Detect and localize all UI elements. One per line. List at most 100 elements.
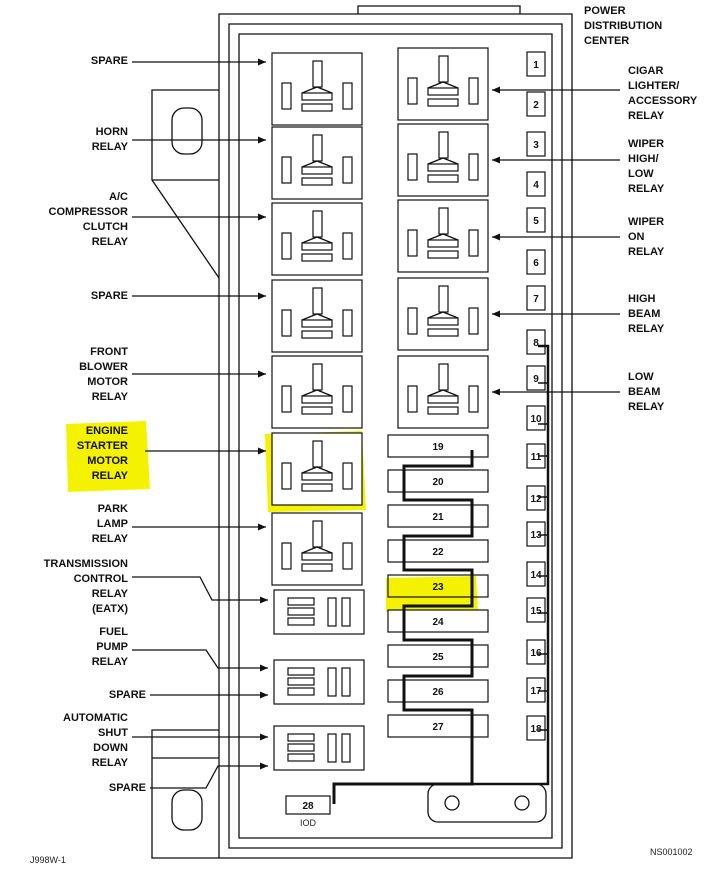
small-fuse-18[interactable]: 18	[526, 715, 546, 741]
fuse-label: 26	[432, 687, 444, 698]
small-fuse-15[interactable]: 15	[526, 597, 546, 623]
large-fuse-column: 19 20 21 22 23 24 25 26 27	[387, 434, 489, 738]
fuse-26[interactable]: 26	[387, 679, 489, 703]
small-fuse-6[interactable]: 6	[526, 249, 546, 275]
callout-spare-2: SPARE	[91, 290, 266, 302]
callout-text: HORN	[96, 126, 128, 138]
small-fuse-label: 15	[530, 606, 542, 617]
small-fuse-1[interactable]: 1	[526, 51, 546, 77]
fuse-22[interactable]: 22	[387, 539, 489, 563]
relay-high-beam-relay[interactable]	[397, 277, 489, 351]
callout-text: MOTOR	[87, 376, 128, 388]
fuse-label: 27	[432, 722, 444, 733]
small-fuse-13[interactable]: 13	[526, 521, 546, 547]
fuse-25[interactable]: 25	[387, 644, 489, 668]
callout-text: LOW	[628, 168, 654, 180]
small-fuse-2[interactable]: 2	[526, 91, 546, 117]
mini-relay-automatic-shut-down[interactable]	[273, 725, 365, 771]
relay-front-blower-motor-relay[interactable]	[271, 355, 363, 429]
relay-cigar-lighter-accessory-relay[interactable]	[397, 47, 489, 121]
small-fuse-14[interactable]: 14	[526, 561, 546, 587]
small-fuse-7[interactable]: 7	[526, 285, 546, 311]
callout-text: LOW	[628, 371, 654, 383]
callout-text: FUEL	[99, 626, 128, 638]
callout-text: BLOWER	[79, 361, 128, 373]
small-fuse-label: 10	[530, 414, 542, 425]
callout-text: RELAY	[92, 588, 129, 600]
fuse-23[interactable]: 23	[387, 574, 489, 598]
small-fuse-label: 4	[533, 180, 539, 191]
small-fuse-label: 5	[533, 216, 539, 227]
small-fuse-16[interactable]: 16	[526, 639, 546, 665]
relay-engine-starter-motor-relay[interactable]	[271, 432, 363, 506]
small-fuse-label: 6	[533, 258, 539, 269]
small-fuse-4[interactable]: 4	[526, 171, 546, 197]
small-fuse-9[interactable]: 9	[526, 365, 546, 391]
fuse-label: 23	[432, 582, 444, 593]
small-fuse-label: 17	[530, 686, 542, 697]
fuse-19[interactable]: 19	[387, 434, 489, 458]
callout-text: CLUTCH	[83, 221, 128, 233]
small-fuse-label: 18	[530, 724, 542, 735]
relay-spare-1[interactable]	[271, 52, 363, 126]
callout-text: HIGH	[628, 293, 656, 305]
relay-wiper-on-relay[interactable]	[397, 199, 489, 273]
fuse-label: 20	[432, 477, 444, 488]
callout-text: RELAY	[92, 533, 129, 545]
callout-text: ON	[628, 231, 645, 243]
callout-ac-compressor-clutch-relay: A/C COMPRESSOR CLUTCH RELAY	[49, 191, 266, 248]
callout-spare-1: SPARE	[91, 55, 266, 67]
callout-text: A/C	[109, 191, 128, 203]
callout-text: RELAY	[92, 391, 129, 403]
small-fuse-label: 2	[533, 100, 539, 111]
callout-text: RELAY	[92, 470, 129, 482]
callout-text: COMPRESSOR	[49, 206, 129, 218]
relay-park-lamp-relay[interactable]	[271, 512, 363, 586]
small-fuse-label: 1	[533, 60, 539, 71]
title-line-2: DISTRIBUTION	[584, 20, 662, 32]
relay-spare-2[interactable]	[271, 279, 363, 353]
fuse-28-label: 28	[302, 801, 314, 812]
relay-low-beam-relay[interactable]	[397, 355, 489, 429]
small-fuse-3[interactable]: 3	[526, 131, 546, 157]
callout-text: PARK	[98, 503, 128, 515]
housing	[151, 5, 573, 859]
fuse-23-highlight	[386, 576, 478, 612]
callout-text: RELAY	[628, 246, 665, 258]
right-relay-column	[397, 47, 489, 429]
fuse-27[interactable]: 27	[387, 714, 489, 738]
fuse-24[interactable]: 24	[387, 609, 489, 633]
fuse-28-sublabel: IOD	[300, 818, 317, 828]
small-fuse-17[interactable]: 17	[526, 677, 546, 703]
callout-text: ENGINE	[86, 425, 128, 437]
callout-text: WIPER	[628, 216, 664, 228]
small-fuse-8[interactable]: 8	[526, 329, 546, 355]
relay-horn-relay[interactable]	[271, 126, 363, 200]
mini-relay-transmission-control[interactable]	[273, 589, 365, 635]
callout-text: CONTROL	[74, 573, 129, 585]
small-fuse-label: 16	[530, 648, 542, 659]
relay-ac-compressor-clutch-relay[interactable]	[271, 202, 363, 276]
callout-text: TRANSMISSION	[44, 558, 128, 570]
fuse-21[interactable]: 21	[387, 504, 489, 528]
mini-relay-fuel-pump[interactable]	[273, 659, 365, 705]
small-fuse-5[interactable]: 5	[526, 207, 546, 233]
fuse-28[interactable]: 28 IOD	[285, 795, 331, 828]
callout-text: RELAY	[628, 183, 665, 195]
callout-text: CIGAR	[628, 65, 664, 77]
footer-right-code: NS001002	[650, 847, 693, 857]
fuse-20[interactable]: 20	[387, 469, 489, 493]
small-fuse-12[interactable]: 12	[526, 485, 546, 511]
small-fuse-10[interactable]: 10	[526, 405, 546, 431]
relay-wiper-high-low-relay[interactable]	[397, 123, 489, 197]
callout-text: RELAY	[92, 141, 129, 153]
fuse-label: 24	[432, 617, 444, 628]
callout-text: RELAY	[92, 236, 129, 248]
